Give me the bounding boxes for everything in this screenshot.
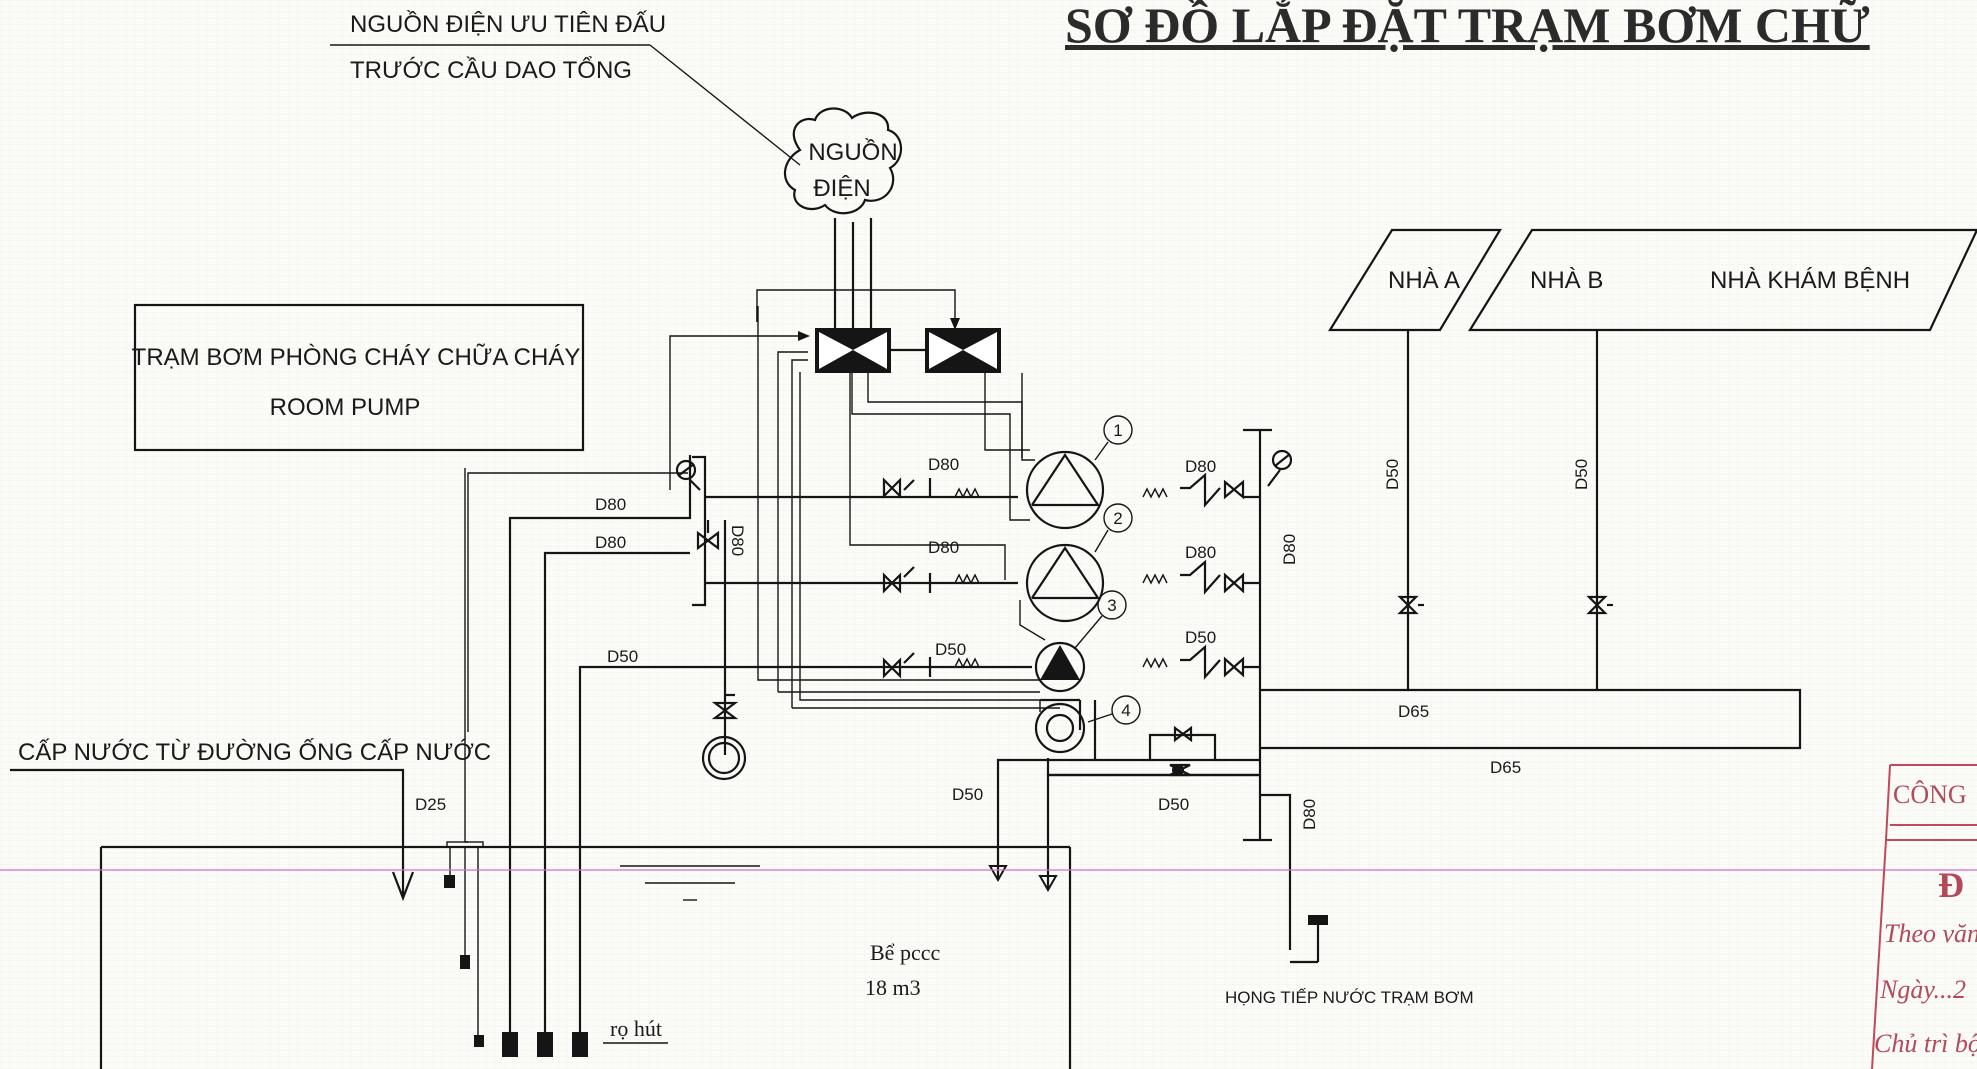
label-pump2-out: D80: [1185, 543, 1216, 562]
pump-row-2: D80 2 D80: [882, 503, 1245, 623]
pump-3: [1034, 641, 1086, 693]
pump-2: [1025, 543, 1105, 623]
label-pump3-out: D50: [1185, 628, 1216, 647]
building-b-label: NHÀ B: [1530, 267, 1603, 294]
stamp-line4: Ngày...2: [1879, 975, 1966, 1004]
stamp-line3: Theo văn: [1884, 919, 1977, 948]
power-note-leader: [649, 44, 801, 166]
label-header-vertical: D80: [1280, 534, 1299, 565]
pump-4-unit: 4: [1034, 695, 1141, 760]
pump-row-3: D50 3 D50: [882, 590, 1245, 693]
stamp-line1: CÔNG: [1893, 780, 1967, 809]
pump-1: [1025, 450, 1105, 530]
power-note-line1: NGUỒN ĐIỆN ƯU TIÊN ĐẤU: [350, 10, 666, 38]
foot-valve-1: [502, 1032, 518, 1057]
pump-4: [1034, 702, 1086, 754]
pump-3-tag: [1097, 590, 1127, 620]
pump-4-number: 4: [1121, 701, 1130, 720]
label-pump3-in: D50: [935, 640, 966, 659]
tank-name: Bể pccc: [870, 940, 940, 965]
inlet-label: HỌNG TIẾP NƯỚC TRẠM BƠM: [1225, 988, 1474, 1007]
label-suction-3: D50: [607, 647, 638, 666]
building-clinic-label: NHÀ KHÁM BỆNH: [1710, 267, 1910, 294]
power-source-line2: ĐIỆN: [813, 175, 870, 202]
water-supply-label: CẤP NƯỚC TỪ ĐƯỜNG ỐNG CẤP NƯỚC: [18, 738, 491, 766]
label-riser-a: D50: [1383, 459, 1402, 490]
drawing-title: SƠ ĐỒ LẮP ĐẶT TRẠM BƠM CHỮ: [1065, 0, 1870, 53]
stamp-line5: Chủ trì bộ: [1874, 1029, 1977, 1058]
float-switch: [444, 468, 484, 1047]
water-supply: CẤP NƯỚC TỪ ĐƯỜNG ỐNG CẤP NƯỚC D25: [10, 738, 491, 902]
foot-valve-2: [537, 1032, 553, 1057]
label-suction-1: D80: [595, 495, 626, 514]
power-feed-wires: [833, 218, 873, 328]
building-a: NHÀ A D50: [1328, 228, 1502, 690]
power-note: NGUỒN ĐIỆN ƯU TIÊN ĐẤU TRƯỚC CẦU DAO TỔN…: [330, 10, 801, 166]
pump-3-number: 3: [1107, 596, 1116, 615]
label-bypass: D50: [1158, 795, 1189, 814]
label-main-2: D65: [1490, 758, 1521, 777]
control-cables: [467, 289, 1060, 732]
suction-header: D80: [675, 455, 1032, 781]
label-left-header: D80: [728, 525, 747, 556]
pump-1-tag: [1103, 415, 1133, 445]
cloud-shape: [784, 107, 903, 215]
foot-valve-3: [572, 1032, 588, 1057]
pump-room-box: [133, 303, 585, 452]
pump-row-1: D80 1 D80: [882, 415, 1245, 530]
foot-valve-label: rọ hút: [610, 1016, 662, 1041]
label-main-1: D65: [1398, 702, 1429, 721]
stamp-line2: Đ: [1938, 865, 1964, 905]
suction-pipes: D80 D80 D50: [508, 455, 710, 1032]
control-panel-2: [925, 328, 1001, 373]
test-return: D50 D50: [952, 725, 1260, 893]
pump-4-tag: [1111, 695, 1141, 725]
label-pump1-in: D80: [928, 455, 959, 474]
label-supply: D25: [415, 795, 446, 814]
fire-water-tank: Bể pccc 18 m3 rọ hút: [99, 845, 1072, 1069]
label-pump2-in: D80: [928, 538, 959, 557]
tank-volume: 18 m3: [865, 975, 921, 1000]
label-test-return: D50: [952, 785, 983, 804]
power-source-cloud: NGUỒN ĐIỆN: [784, 107, 903, 215]
approval-stamp: CÔNG Đ Theo văn Ngày...2 Chủ trì bộ: [1871, 764, 1977, 1069]
pump-2-tag: [1103, 503, 1133, 533]
control-panel-1: [815, 328, 891, 373]
power-note-line2: TRƯỚC CẦU DAO TỔNG: [350, 56, 632, 84]
pump-room-line1: TRẠM BƠM PHÒNG CHÁY CHỮA CHÁY: [132, 343, 581, 371]
inlet-connection: D80 HỌNG TIẾP NƯỚC TRẠM BƠM: [1225, 793, 1474, 1007]
building-a-label: NHÀ A: [1388, 267, 1460, 294]
pump-2-number: 2: [1113, 509, 1122, 528]
power-source-line1: NGUỒN: [808, 138, 897, 166]
label-inlet-pipe: D80: [1300, 799, 1319, 830]
label-riser-b: D50: [1572, 459, 1591, 490]
pump-1-number: 1: [1113, 421, 1122, 440]
label-pump1-out: D80: [1185, 457, 1216, 476]
label-suction-2: D80: [595, 533, 626, 552]
main-collector: D65 D65: [1260, 688, 1802, 777]
building-b: NHÀ B NHÀ KHÁM BỆNH D50: [1468, 228, 1977, 690]
pump-room-line2: ROOM PUMP: [270, 394, 421, 421]
discharge-header: D80: [1243, 428, 1299, 842]
